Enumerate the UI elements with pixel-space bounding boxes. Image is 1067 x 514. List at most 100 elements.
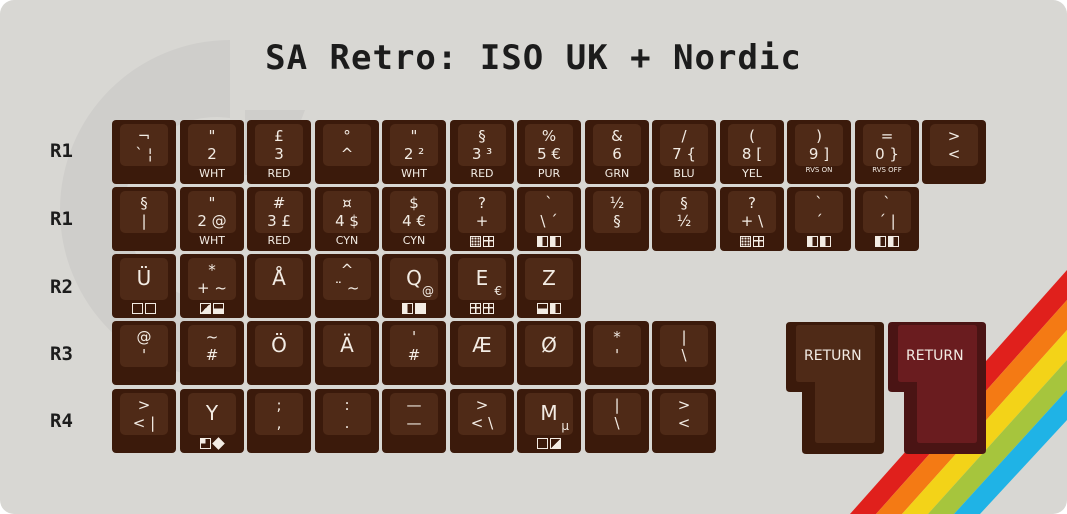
keycap[interactable]: Z [517,254,581,318]
key-front-glyphs [382,302,446,314]
key-legend-shift: | [681,328,687,346]
keycap[interactable]: "2 @WHT [180,187,244,251]
key-legend-shift: | [614,396,620,414]
key-legend-shift: ) [816,127,822,145]
keycap-top [120,124,168,166]
keycap-top [930,124,978,166]
keycap-top [120,258,168,300]
key-legend-base: 2 ² [403,145,425,163]
key-legend-shift: § [478,127,486,145]
keycap-top [323,393,371,435]
keycap[interactable]: Ä [315,321,379,385]
keycap[interactable]: *+ ~ [180,254,244,318]
key-legend-shift: § [140,194,148,212]
key-legend-shift: * [208,261,216,279]
keycap[interactable]: >< \ [450,389,514,453]
petscii-glyph-icon [132,302,143,314]
return-key-brown[interactable]: RETURN [786,322,886,460]
return-key-red[interactable]: RETURN [888,322,988,460]
key-legend-shift: " [208,127,216,145]
keycap[interactable]: §| [112,187,176,251]
keycap[interactable]: $4 €CYN [382,187,446,251]
key-legend-base: < \ [470,414,494,432]
keycap-top [323,258,371,300]
key-front-glyphs [855,235,919,247]
key-legend-main: Y [205,401,219,425]
key-legend-shift: ( [749,127,755,145]
key-legend-altgr: @ [422,284,434,298]
keycap[interactable]: `´ | [855,187,919,251]
keycap[interactable]: ~# [180,321,244,385]
keycap[interactable]: Ø [517,321,581,385]
keycap[interactable]: @' [112,321,176,385]
keycap[interactable]: ?+ [450,187,514,251]
keycap[interactable]: Q@ [382,254,446,318]
keycap-top [525,325,573,367]
keycap[interactable]: ¬` ¦ [112,120,176,184]
key-legend-base: + [475,212,489,230]
keycap[interactable]: Å [247,254,311,318]
keycap[interactable]: ½§ [585,187,649,251]
petscii-glyph-icon [537,235,548,247]
keycap[interactable]: Ü [112,254,176,318]
key-front-glyphs [450,235,514,247]
keycap[interactable]: >< [652,389,716,453]
keycap[interactable]: ¤4 $CYN [315,187,379,251]
key-legend-shift: ~ [205,328,219,346]
key-legend-main: Ä [340,333,354,357]
keycap[interactable]: '# [382,321,446,385]
key-legend-shift: # [272,194,286,212]
keycap[interactable]: §½ [652,187,716,251]
keycap[interactable]: `\ ´ [517,187,581,251]
keycap[interactable]: |\ [652,321,716,385]
keycap[interactable]: —— [382,389,446,453]
keycap[interactable]: ?+ \ [720,187,784,251]
keycap-top [795,124,843,166]
key-legend-front: GRN [604,167,630,180]
key-legend-front: WHT [199,167,225,180]
keycap[interactable]: %5 €PUR [517,120,581,184]
key-legend-base: ´ | [878,212,896,230]
keycap-top [390,325,438,367]
key-legend-base: \ [614,414,620,432]
keycap[interactable]: =0 }RVS OFF [855,120,919,184]
key-legend-base: § [613,212,621,230]
keycap-top [323,325,371,367]
keycap[interactable]: (8 [YEL [720,120,784,184]
keycap[interactable]: E€ [450,254,514,318]
keycap[interactable]: `´ [787,187,851,251]
keycap[interactable]: /7 {BLU [652,120,716,184]
keycap[interactable]: >< [922,120,986,184]
keycap-top [390,191,438,233]
key-legend-main: Å [272,266,286,290]
petscii-glyph-icon [483,302,494,314]
keycap[interactable]: #3 £RED [247,187,311,251]
petscii-glyph-icon [470,235,481,247]
keycap[interactable]: ^¨ ~ [315,254,379,318]
key-front-glyphs [450,302,514,314]
keycap[interactable]: )9 ]RVS ON [787,120,851,184]
keycap[interactable]: Y [180,389,244,453]
keycap[interactable]: Ö [247,321,311,385]
key-front-glyphs [517,437,581,449]
key-legend-base: 0 } [875,145,899,163]
keycap[interactable]: :. [315,389,379,453]
key-legend-shift: ^ [340,261,354,279]
key-legend-shift: — [406,396,422,414]
key-legend-base: 9 ] [808,145,830,163]
keycap-top [120,191,168,233]
keycap[interactable]: >< | [112,389,176,453]
keycap[interactable]: |\ [585,389,649,453]
keycap[interactable]: *' [585,321,649,385]
keycap[interactable]: Æ [450,321,514,385]
keycap[interactable]: ;, [247,389,311,453]
key-legend-base: < [677,414,691,432]
keycap[interactable]: °^ [315,120,379,184]
key-legend-shift: " [208,194,216,212]
